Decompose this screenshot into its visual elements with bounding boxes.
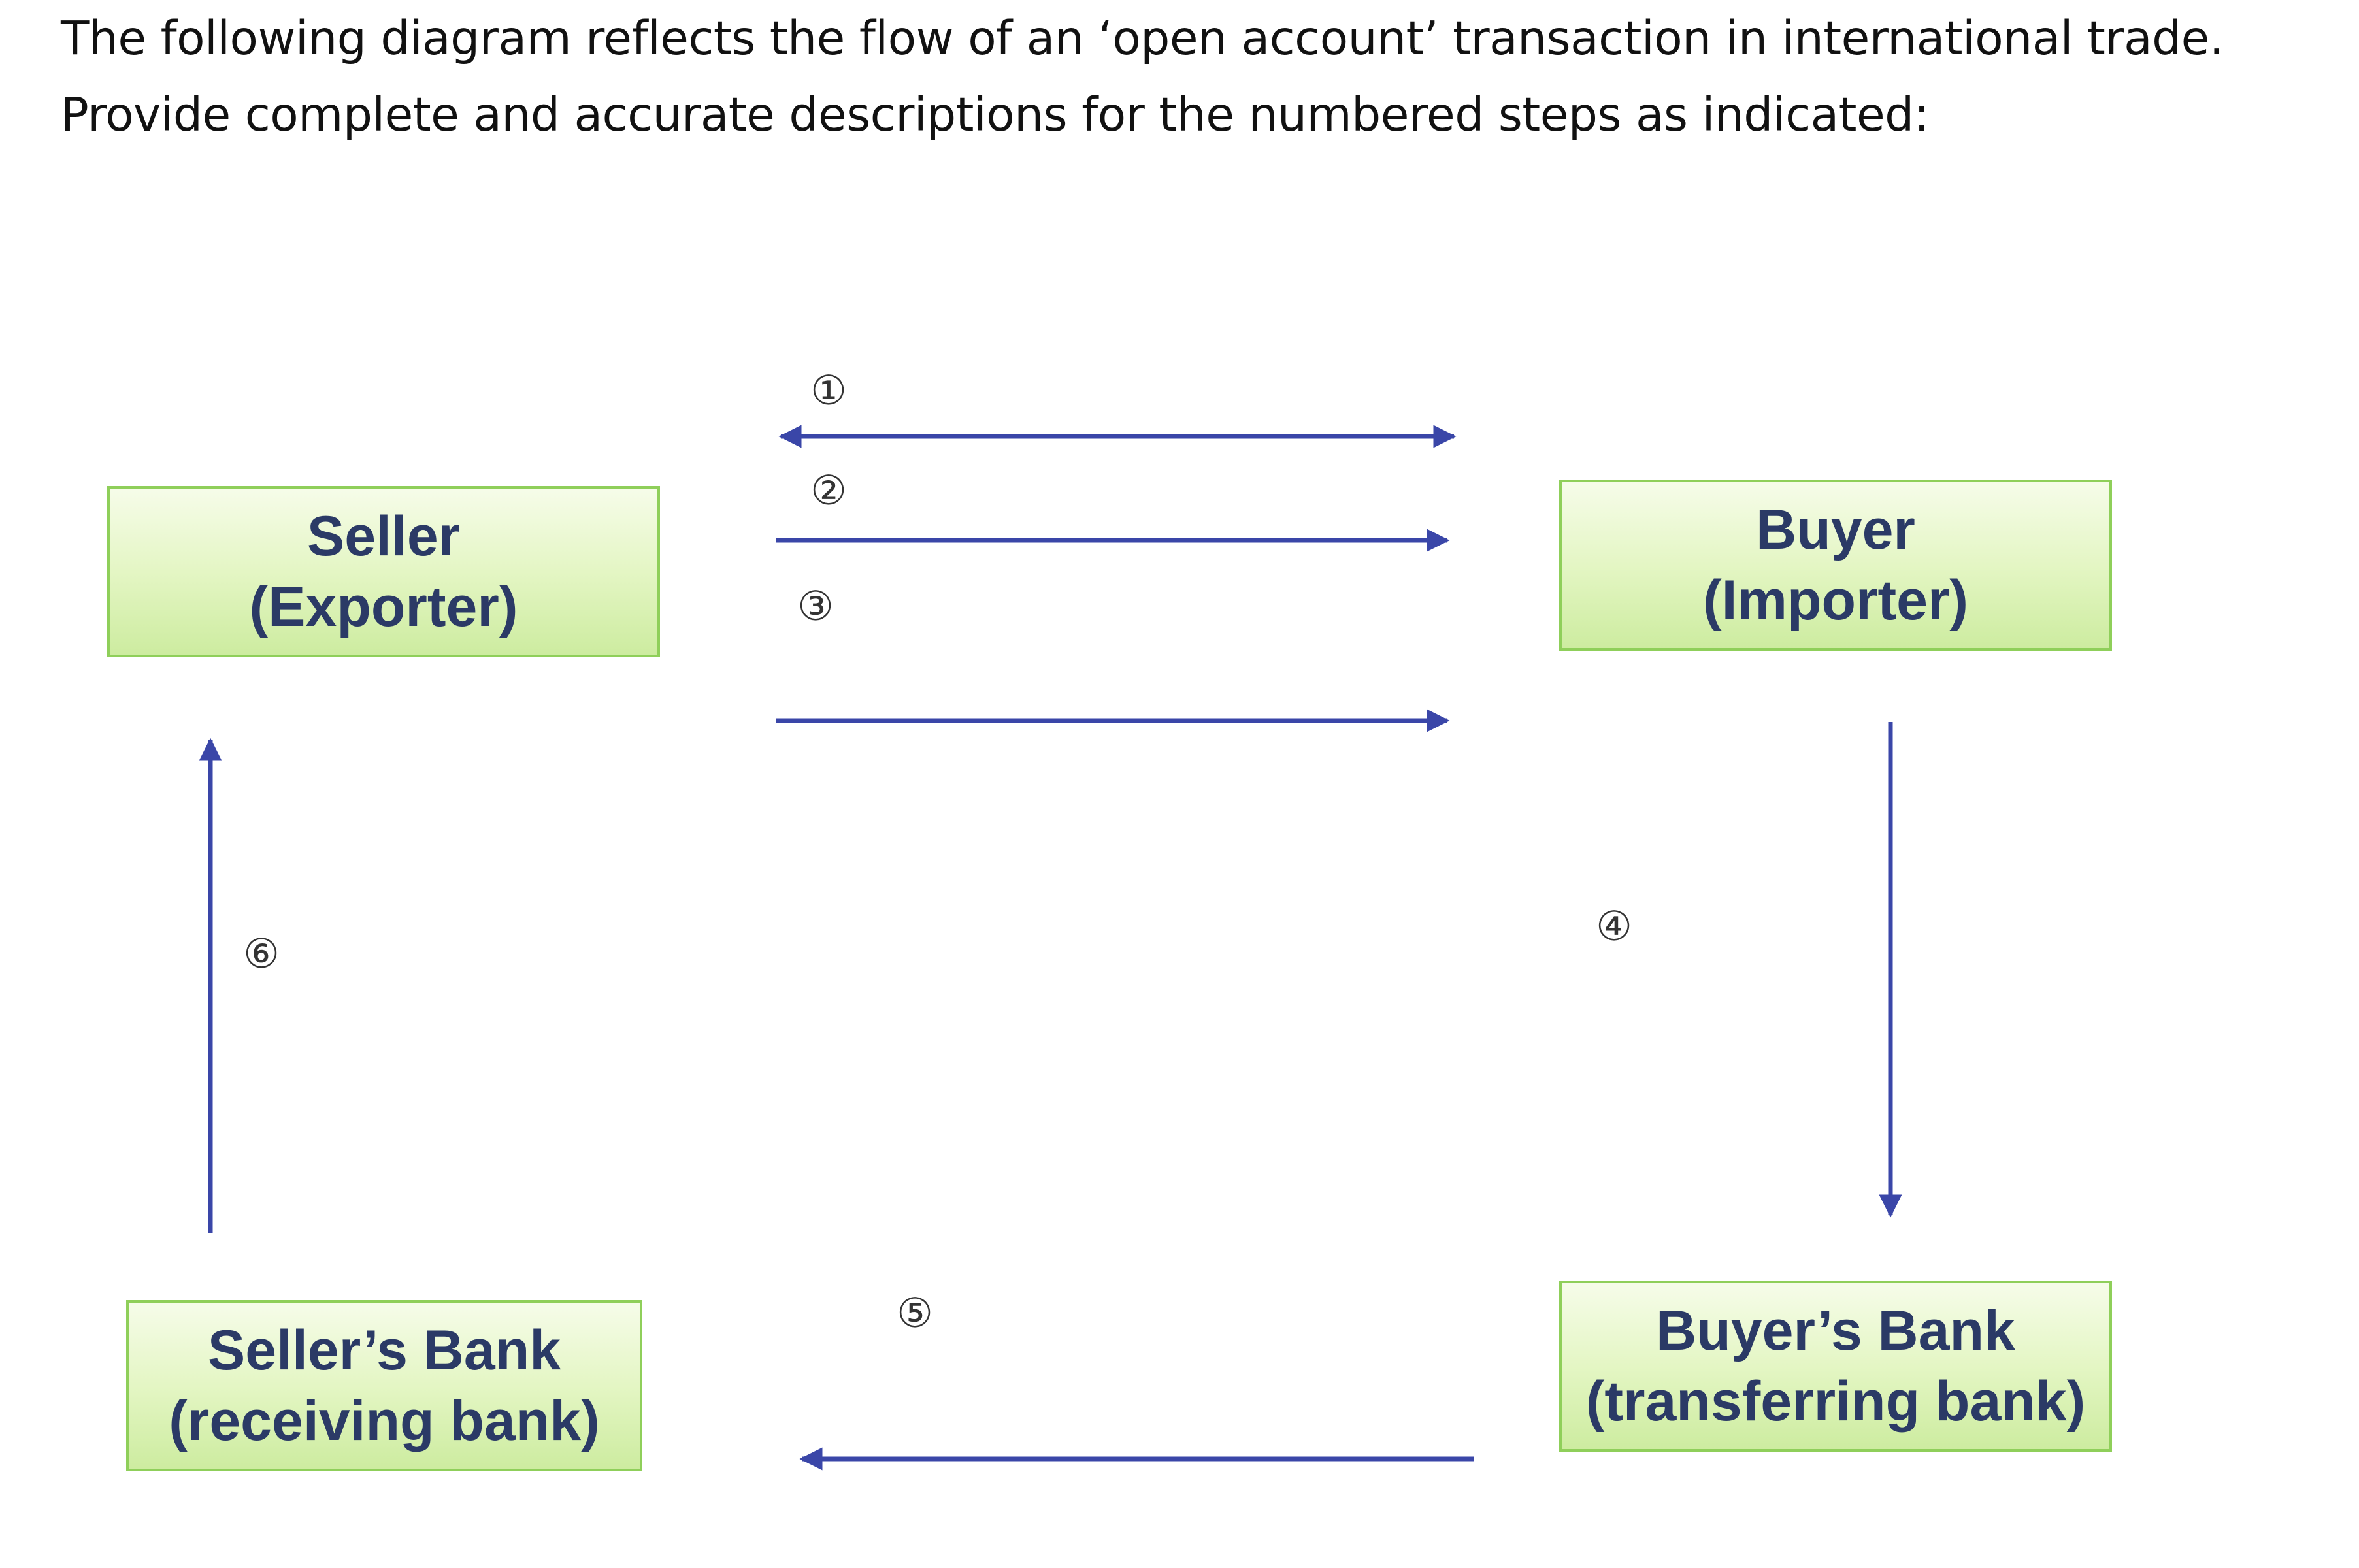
step-4-number: ④: [1596, 902, 1632, 950]
step-1-number: ①: [810, 367, 847, 414]
question-line-1: The following diagram reflects the flow …: [61, 11, 2224, 65]
seller-bank-label: Seller’s Bank: [207, 1319, 561, 1382]
step-2-number: ②: [810, 466, 847, 514]
buyer-bank-label: Buyer’s Bank: [1656, 1299, 2015, 1362]
seller-sublabel: (Exporter): [249, 576, 518, 638]
seller-bank-sublabel: (receiving bank): [169, 1390, 600, 1452]
question-text: The following diagram reflects the flow …: [61, 0, 2335, 153]
buyer-sublabel: (Importer): [1702, 569, 1969, 632]
buyer-box: Buyer (Importer): [1559, 480, 2112, 651]
step-5-number: ⑤: [897, 1289, 933, 1337]
buyer-bank-box: Buyer’s Bank (transferring bank): [1559, 1281, 2112, 1452]
buyer-label: Buyer: [1756, 498, 1915, 561]
seller-box: Seller (Exporter): [107, 486, 660, 657]
buyer-bank-sublabel: (transferring bank): [1585, 1370, 2086, 1433]
step-6-number: ⑥: [243, 930, 280, 977]
question-line-2: Provide complete and accurate descriptio…: [61, 88, 1930, 142]
step-3-number: ③: [797, 582, 834, 630]
seller-label: Seller: [306, 505, 461, 568]
seller-bank-box: Seller’s Bank (receiving bank): [126, 1300, 642, 1471]
